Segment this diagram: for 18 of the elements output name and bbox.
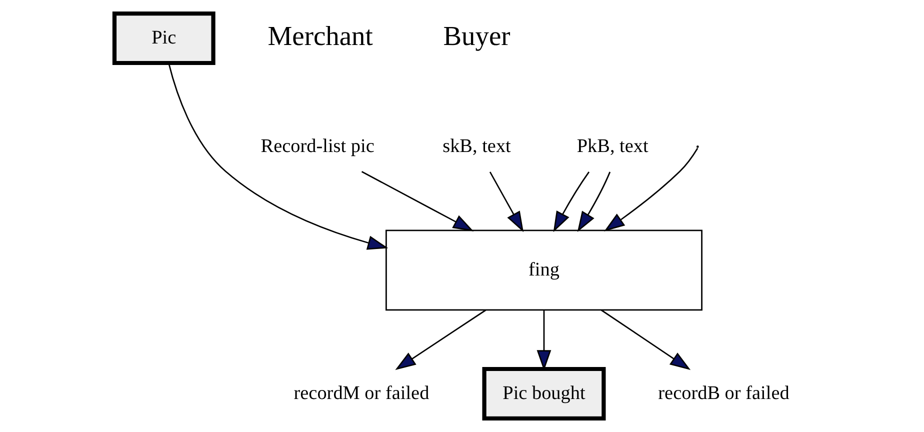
- arrow: [395, 310, 486, 370]
- node-box: Pic: [112, 12, 216, 66]
- arrow: [600, 310, 691, 370]
- node-box: Pic bought: [482, 366, 606, 420]
- node-text: recordM or failed: [294, 382, 430, 404]
- node-text: Record-list pic: [260, 136, 374, 157]
- node-text: PkB, text: [576, 136, 648, 157]
- node-box: fing: [386, 230, 702, 311]
- arrow: [604, 148, 698, 232]
- arrow: [489, 172, 524, 232]
- label: Merchant: [268, 21, 373, 52]
- label: Buyer: [443, 21, 510, 52]
- arrow: [553, 172, 590, 232]
- arrow: [361, 171, 474, 232]
- arrow: [168, 63, 388, 250]
- node-text: recordB or failed: [658, 382, 790, 404]
- arrow: [577, 172, 611, 232]
- node-text: skB, text: [442, 136, 511, 157]
